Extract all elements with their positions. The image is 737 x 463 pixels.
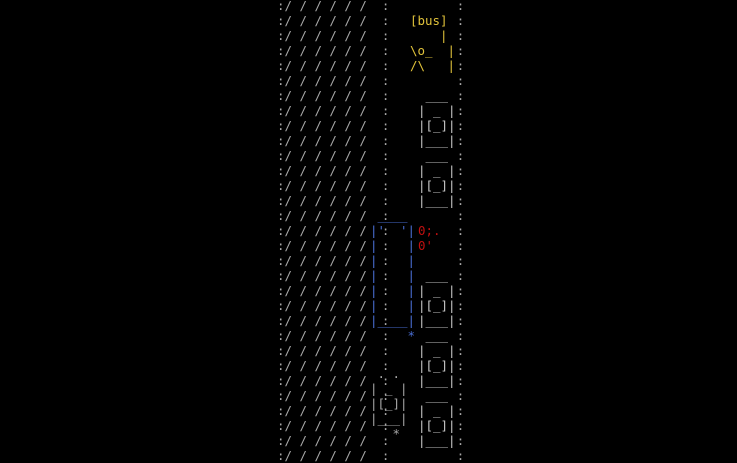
ascii-line: |[_]|: [370, 396, 408, 411]
ascii-line: |[_]|: [418, 118, 456, 133]
ascii-line: | |: [370, 298, 415, 313]
ascii-line: | |: [370, 283, 415, 298]
ascii-line: | |: [370, 268, 415, 283]
parked-car: ___ | _ | |[_]| |___|: [418, 328, 455, 388]
parked-car: ___ | _ | |[_]| |___|: [418, 388, 455, 448]
parked-car: ___ | _ | |[_]| |___|: [418, 268, 455, 328]
ascii-line: |___|: [418, 133, 456, 148]
ascii-line: *: [370, 426, 400, 441]
ascii-line: :/ / / / / / : :: [277, 313, 465, 328]
ascii-line: | _ |: [370, 381, 408, 396]
ascii-line: ___: [418, 388, 448, 403]
ascii-line: \o_ |: [410, 43, 455, 58]
ascii-line: /\ |: [410, 58, 455, 73]
player-car: . . | _ | |[_]| |___| *: [370, 366, 407, 441]
ascii-line: |___|: [418, 373, 456, 388]
ascii-line: |' '|: [370, 223, 415, 238]
ascii-line: :/ / / / / / : :: [277, 0, 465, 13]
ascii-line: :/ / / / / / : :: [277, 343, 465, 358]
pedestrian-group: 0;. 0': [418, 223, 440, 253]
ascii-line: :/ / / / / / : :: [277, 418, 465, 433]
ascii-line: :/ / / / / / : :: [277, 298, 465, 313]
ascii-line: ___: [418, 148, 448, 163]
ascii-line: :/ / / / / / : :: [277, 118, 465, 133]
ascii-line: :/ / / / / / : :: [277, 148, 465, 163]
ascii-line: | |: [370, 238, 415, 253]
ascii-line: | _ |: [418, 283, 456, 298]
bus-vehicle: ____ |' '| | | | | | | | | | | |____| *: [370, 208, 415, 343]
ascii-line: ___: [418, 328, 448, 343]
ascii-line: :/ / / / / / : :: [277, 193, 465, 208]
ascii-line: |____|: [370, 313, 415, 328]
ascii-line: :/ / / / / / : :: [277, 13, 465, 28]
ascii-line: 0': [418, 238, 433, 253]
ascii-line: *: [370, 328, 415, 343]
ascii-line: 0;.: [418, 223, 441, 238]
ascii-line: | _ |: [418, 163, 456, 178]
ascii-line: :/ / / / / / : :: [277, 163, 465, 178]
ascii-line: |[_]|: [418, 418, 456, 433]
ascii-line: :/ / / / / / : :: [277, 208, 465, 223]
road-track: :/ / / / / / : : :/ / / / / / : : :/ / /…: [277, 0, 464, 463]
ascii-line: |___|: [418, 433, 456, 448]
ascii-line: |: [410, 28, 448, 43]
parked-car: ___ | _ | |[_]| |___|: [418, 88, 455, 148]
ascii-line: |[_]|: [418, 178, 456, 193]
ascii-line: ____: [370, 208, 408, 223]
ascii-line: :/ / / / / / : :: [277, 178, 465, 193]
ascii-line: :/ / / / / / : :: [277, 253, 465, 268]
ascii-line: | _ |: [418, 343, 456, 358]
bus-stop-sign: [bus] | \o_ | /\ |: [410, 13, 455, 73]
ascii-line: |[_]|: [418, 298, 456, 313]
ascii-line: :/ / / / / / : :: [277, 433, 465, 448]
ascii-line: [bus]: [410, 13, 448, 28]
ascii-line: :/ / / / / / : :: [277, 268, 465, 283]
ascii-line: . .: [370, 366, 400, 381]
ascii-line: :/ / / / / / : :: [277, 283, 465, 298]
ascii-line: :/ / / / / / : :: [277, 238, 465, 253]
ascii-line: | _ |: [418, 403, 456, 418]
ascii-line: :/ / / / / / : :: [277, 448, 465, 463]
ascii-line: :/ / / / / / : :: [277, 28, 465, 43]
ascii-line: | _ |: [418, 103, 456, 118]
ascii-line: :/ / / / / / : :: [277, 73, 465, 88]
parked-car: ___ | _ | |[_]| |___|: [418, 148, 455, 208]
ascii-line: :/ / / / / / : :: [277, 58, 465, 73]
ascii-line: :/ / / / / / : :: [277, 358, 465, 373]
ascii-line: :/ / / / / / : :: [277, 403, 465, 418]
ascii-line: |[_]|: [418, 358, 456, 373]
ascii-line: :/ / / / / / : :: [277, 373, 465, 388]
ascii-line: |___|: [418, 193, 456, 208]
ascii-line: |___|: [418, 313, 456, 328]
ascii-line: ___: [418, 268, 448, 283]
ascii-line: | |: [370, 253, 415, 268]
ascii-line: :/ / / / / / : :: [277, 43, 465, 58]
ascii-line: :/ / / / / / : :: [277, 133, 465, 148]
ascii-line: :/ / / / / / : :: [277, 103, 465, 118]
ascii-line: |___|: [370, 411, 408, 426]
ascii-line: :/ / / / / / : :: [277, 223, 465, 238]
ascii-line: :/ / / / / / : :: [277, 88, 465, 103]
ascii-line: :/ / / / / / : :: [277, 388, 465, 403]
ascii-line: :/ / / / / / : :: [277, 328, 465, 343]
ascii-line: ___: [418, 88, 448, 103]
